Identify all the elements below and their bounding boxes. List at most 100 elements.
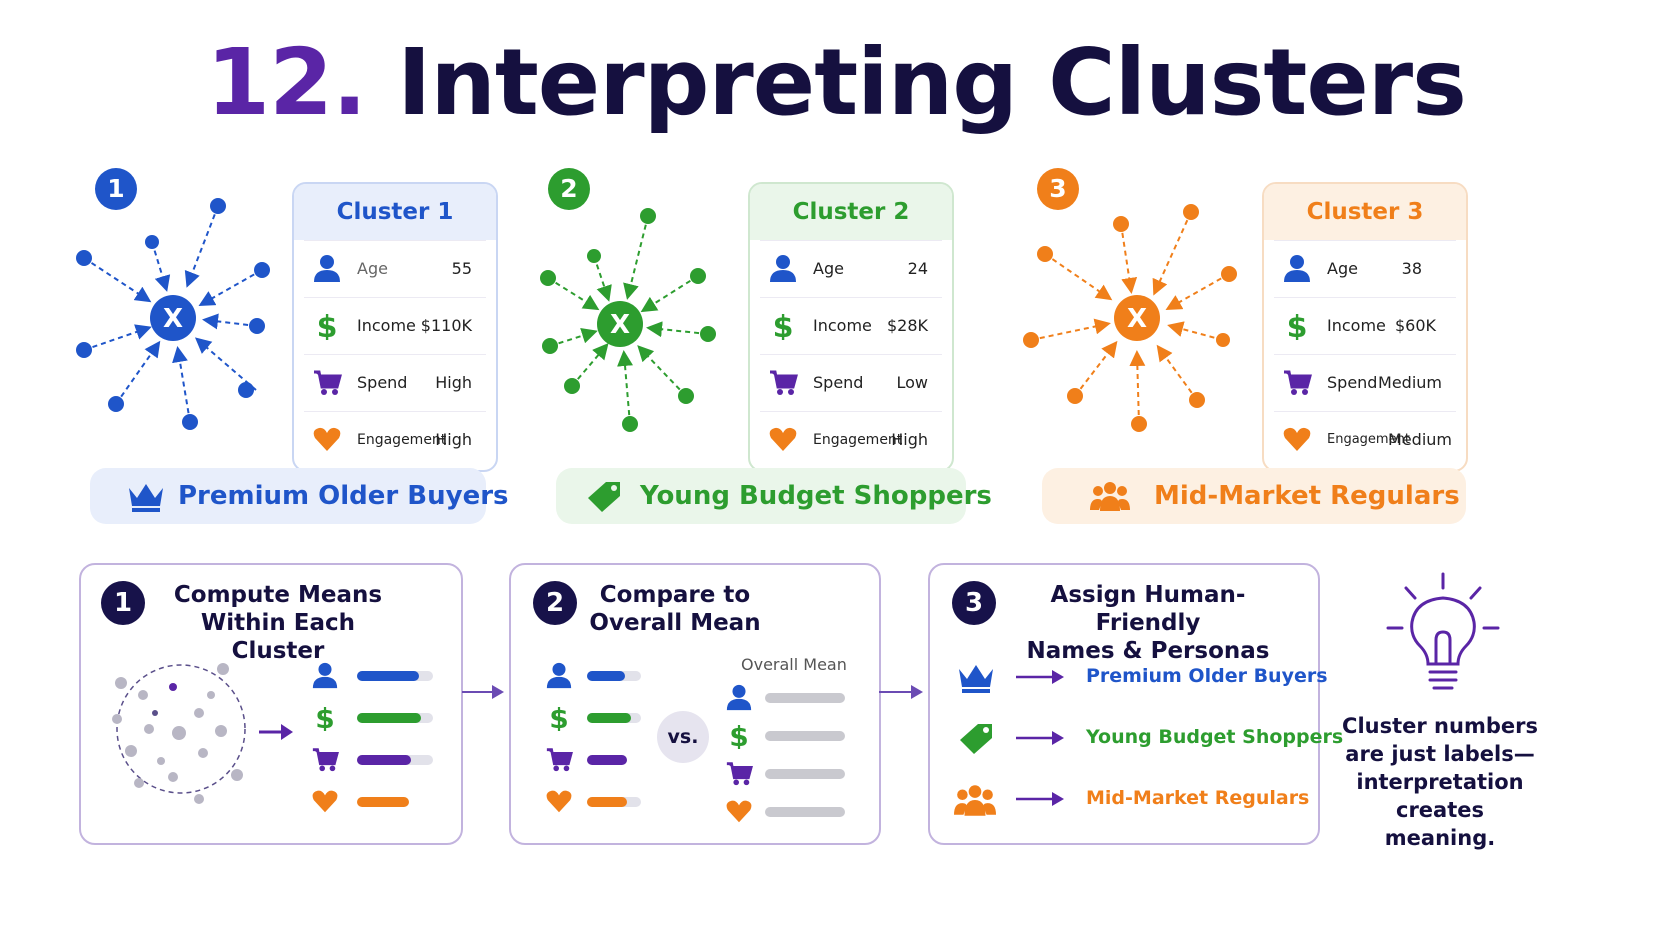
svg-text:$: $	[773, 310, 794, 340]
svg-text:$: $	[317, 310, 338, 340]
step-3-number: 3	[952, 581, 996, 625]
cluster-2-title: Cluster 2	[750, 184, 952, 240]
centroid-label: X	[1127, 304, 1147, 334]
overall-bar-age	[765, 693, 845, 703]
person-icon	[314, 255, 340, 282]
persona-pill-1: Premium Older Buyers	[90, 468, 509, 524]
vs-badge: vs.	[657, 711, 709, 763]
persona-pill-2: Young Budget Shoppers	[556, 468, 992, 524]
svg-text:$: $	[315, 703, 334, 731]
heart-icon	[1283, 427, 1311, 451]
arrow-right-icon	[1016, 670, 1064, 684]
mean-bar-age	[357, 671, 419, 681]
crown-icon	[129, 484, 163, 512]
step-1-number: 1	[101, 581, 145, 625]
lightbulb-icon	[1386, 572, 1500, 690]
data-points-cloud	[112, 663, 246, 804]
cluster-1-number: 1	[95, 168, 137, 210]
persona-pill-3: Mid-Market Regulars	[1042, 468, 1466, 524]
dollar-icon: $	[315, 703, 334, 731]
overall-bar-engagement	[765, 807, 845, 817]
svg-text:$: $	[549, 703, 568, 731]
mean-bar-income	[357, 713, 421, 723]
person-icon	[546, 662, 572, 689]
overall-bar-spend	[765, 769, 845, 779]
cluster-2-number: 2	[548, 168, 590, 210]
cluster-2-row-income: $ Income$28K	[760, 297, 942, 354]
heart-icon	[769, 427, 797, 451]
assignment-label-2: Young Budget Shoppers	[1086, 726, 1344, 748]
cluster-1-row-income: $ Income$110K	[304, 297, 486, 354]
heart-icon	[313, 427, 341, 451]
cluster-1-scatter: X	[76, 198, 270, 430]
dollar-icon: $	[773, 310, 794, 340]
flow-arrow-2	[879, 685, 923, 699]
overall-bar-income	[765, 731, 845, 741]
cluster-bar-age	[587, 671, 625, 681]
arrow-right-icon	[1016, 731, 1064, 745]
cluster-1-title: Cluster 1	[294, 184, 496, 240]
person-icon	[770, 255, 796, 282]
person-icon	[1284, 255, 1310, 282]
group-icon	[954, 785, 996, 816]
dollar-icon: $	[549, 703, 568, 731]
cart-icon	[1284, 370, 1312, 395]
cart-icon	[770, 370, 798, 395]
person-icon	[726, 684, 752, 711]
cart-icon	[726, 762, 753, 786]
cluster-3-scatter: X	[1023, 204, 1237, 432]
cluster-3-title: Cluster 3	[1264, 184, 1466, 240]
cart-icon	[314, 370, 342, 395]
cart-icon	[312, 748, 339, 772]
mean-bar-spend	[357, 755, 411, 765]
cart-icon	[546, 748, 573, 772]
centroid-label: X	[163, 304, 183, 334]
svg-text:$: $	[1287, 310, 1308, 340]
page-title: 12. Interpreting Clusters	[0, 28, 1672, 138]
heart-icon	[726, 800, 752, 823]
arrow-right-icon	[1016, 792, 1064, 806]
heart-icon	[312, 790, 338, 813]
mean-bar-engagement	[357, 797, 409, 807]
dollar-icon: $	[729, 721, 748, 749]
tag-icon	[588, 482, 620, 512]
centroid-label: X	[610, 310, 630, 340]
dollar-icon: $	[1287, 310, 1308, 340]
cluster-bar-engagement	[587, 797, 627, 807]
svg-text:$: $	[729, 721, 748, 749]
flow-arrow-1	[462, 685, 504, 699]
title-text: Interpreting Clusters	[397, 29, 1467, 136]
cluster-bar-income	[587, 713, 631, 723]
heart-icon	[546, 790, 572, 813]
overall-mean-label: Overall Mean	[741, 655, 847, 674]
step-2-number: 2	[533, 581, 577, 625]
cluster-3-row-income: $ Income$60K	[1274, 297, 1456, 354]
dollar-icon: $	[317, 310, 338, 340]
arrow-right-icon	[259, 724, 293, 740]
tag-icon	[960, 724, 992, 754]
assignment-label-3: Mid-Market Regulars	[1086, 787, 1310, 809]
crown-icon	[959, 665, 993, 693]
cluster-3-number: 3	[1037, 168, 1079, 210]
person-icon	[312, 662, 338, 689]
cluster-2-scatter: X	[540, 208, 716, 432]
